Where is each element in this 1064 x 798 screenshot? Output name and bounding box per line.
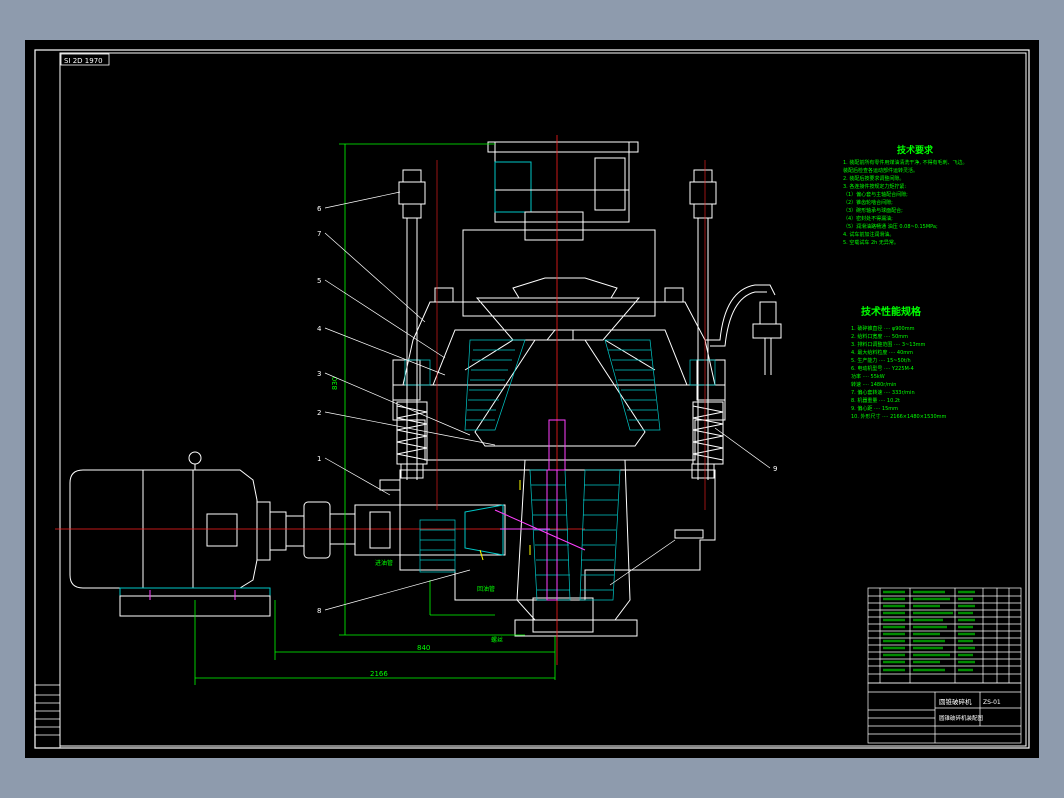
motor [69,451,356,617]
dim-width-inner: 840 [417,644,430,652]
main-shaft [494,419,586,601]
leader-lines [324,191,771,611]
revision-strip [34,684,61,749]
tech-req-line: （5）润滑油路畅通 油压 0.08~0.15MPa; [843,223,938,230]
tech-spec-line: 转速 ···· 1480r/min [851,381,896,388]
dimensions [194,143,556,685]
tech-req-line: 3. 各连接件按规定力矩拧紧: [843,183,906,190]
tech-spec-line: 4. 最大给料粒度 ···· 40mm [851,349,913,356]
tech-spec-line: 1. 破碎锥直径 ···· φ900mm [851,325,915,332]
oil-pipe [705,284,782,375]
tech-spec-line: 9. 偏心距 ···· 15mm [851,405,898,412]
dim-height: 830 [331,377,339,390]
springs [396,405,724,461]
parts-list-fill [883,590,975,672]
callout-labels: 6 7 5 4 3 2 1 8 9 [317,205,777,615]
top-left-stamp: SI 2D 1970 [64,57,103,65]
assembly-drawing: SI 2D 1970 [34,49,1030,749]
tech-req-title: 技术要求 [897,144,934,156]
tech-spec-line: 6. 电动机型号 ···· Y225M-4 [851,365,914,372]
tech-req-line: 4. 试车前加注润滑油。 [843,231,894,238]
callout-7: 7 [317,230,321,238]
tech-spec-line: 3. 排料口调整范围 ···· 3~13mm [851,341,926,348]
title-code: ZS-01 [983,699,1001,706]
crusher-body [354,141,726,637]
tech-req-line: 2. 装配后按要求调整间隙。 [843,175,904,182]
label-lubrication-in: 进油管 [375,559,393,567]
tech-spec-line: 2. 给料口宽度 ···· 50mm [851,333,908,340]
callout-3: 3 [317,370,321,378]
tie-rods [398,169,717,480]
tech-spec-line: 8. 机器重量 ···· 10.2t [851,397,900,404]
callout-5: 5 [317,277,321,285]
callout-2: 2 [317,409,321,417]
tech-req-line: （3）碗形轴承与球面配合; [843,207,903,214]
label-oil-return: 回油管 [477,585,495,593]
parts-list [867,587,1022,684]
section-hatching [404,339,716,601]
title-product-name: 圆锥破碎机 [939,697,972,706]
callout-6: 6 [317,205,322,213]
outer-frame [34,49,1030,749]
callout-8: 8 [317,607,321,615]
tech-spec-line: 功率 ···· 55kW [851,373,885,380]
label-lock-screw: 螺丝 [491,636,503,644]
title-subtitle: 圆锥破碎机装配图 [939,714,984,722]
callout-1: 1 [317,455,321,463]
tech-requirements: 技术要求 1. 装配前所有零件用煤油清洗干净, 不得有毛刺、飞边。 装配后检查各… [843,144,968,246]
callout-9: 9 [773,465,777,473]
tech-req-line: （2）锥齿轮啮合间隙; [843,199,893,206]
tech-spec-line: 10. 外形尺寸 ···· 2166×1480×1530mm [851,413,947,420]
tech-spec-line: 5. 生产能力 ···· 15~50t/h [851,357,911,364]
tech-req-line: （1）偏心套与主轴配合间隙; [843,191,908,198]
tech-req-line: 5. 空载试车 2h 无异常。 [843,239,899,246]
dim-width-overall: 2166 [370,670,388,678]
callout-4: 4 [317,325,322,333]
tech-specs-title: 技术性能规格 [861,305,922,318]
tech-specs: 技术性能规格 1. 破碎锥直径 ···· φ900mm 2. 给料口宽度 ···… [851,305,947,420]
title-block [867,682,1022,744]
tech-spec-line: 7. 偏心套转速 ···· 333r/min [851,389,915,396]
top-left-stamp-box [60,53,110,66]
tech-req-line: 装配后检查各运动部件运转灵活。 [843,167,918,174]
tech-req-line: （4）密封处不得漏油; [843,215,893,222]
cad-viewport[interactable]: SI 2D 1970 [25,40,1039,758]
yellow-marks [479,480,531,561]
tech-req-line: 1. 装配前所有零件用煤油清洗干净, 不得有毛刺、飞边。 [843,159,968,166]
inner-frame [59,52,1027,747]
